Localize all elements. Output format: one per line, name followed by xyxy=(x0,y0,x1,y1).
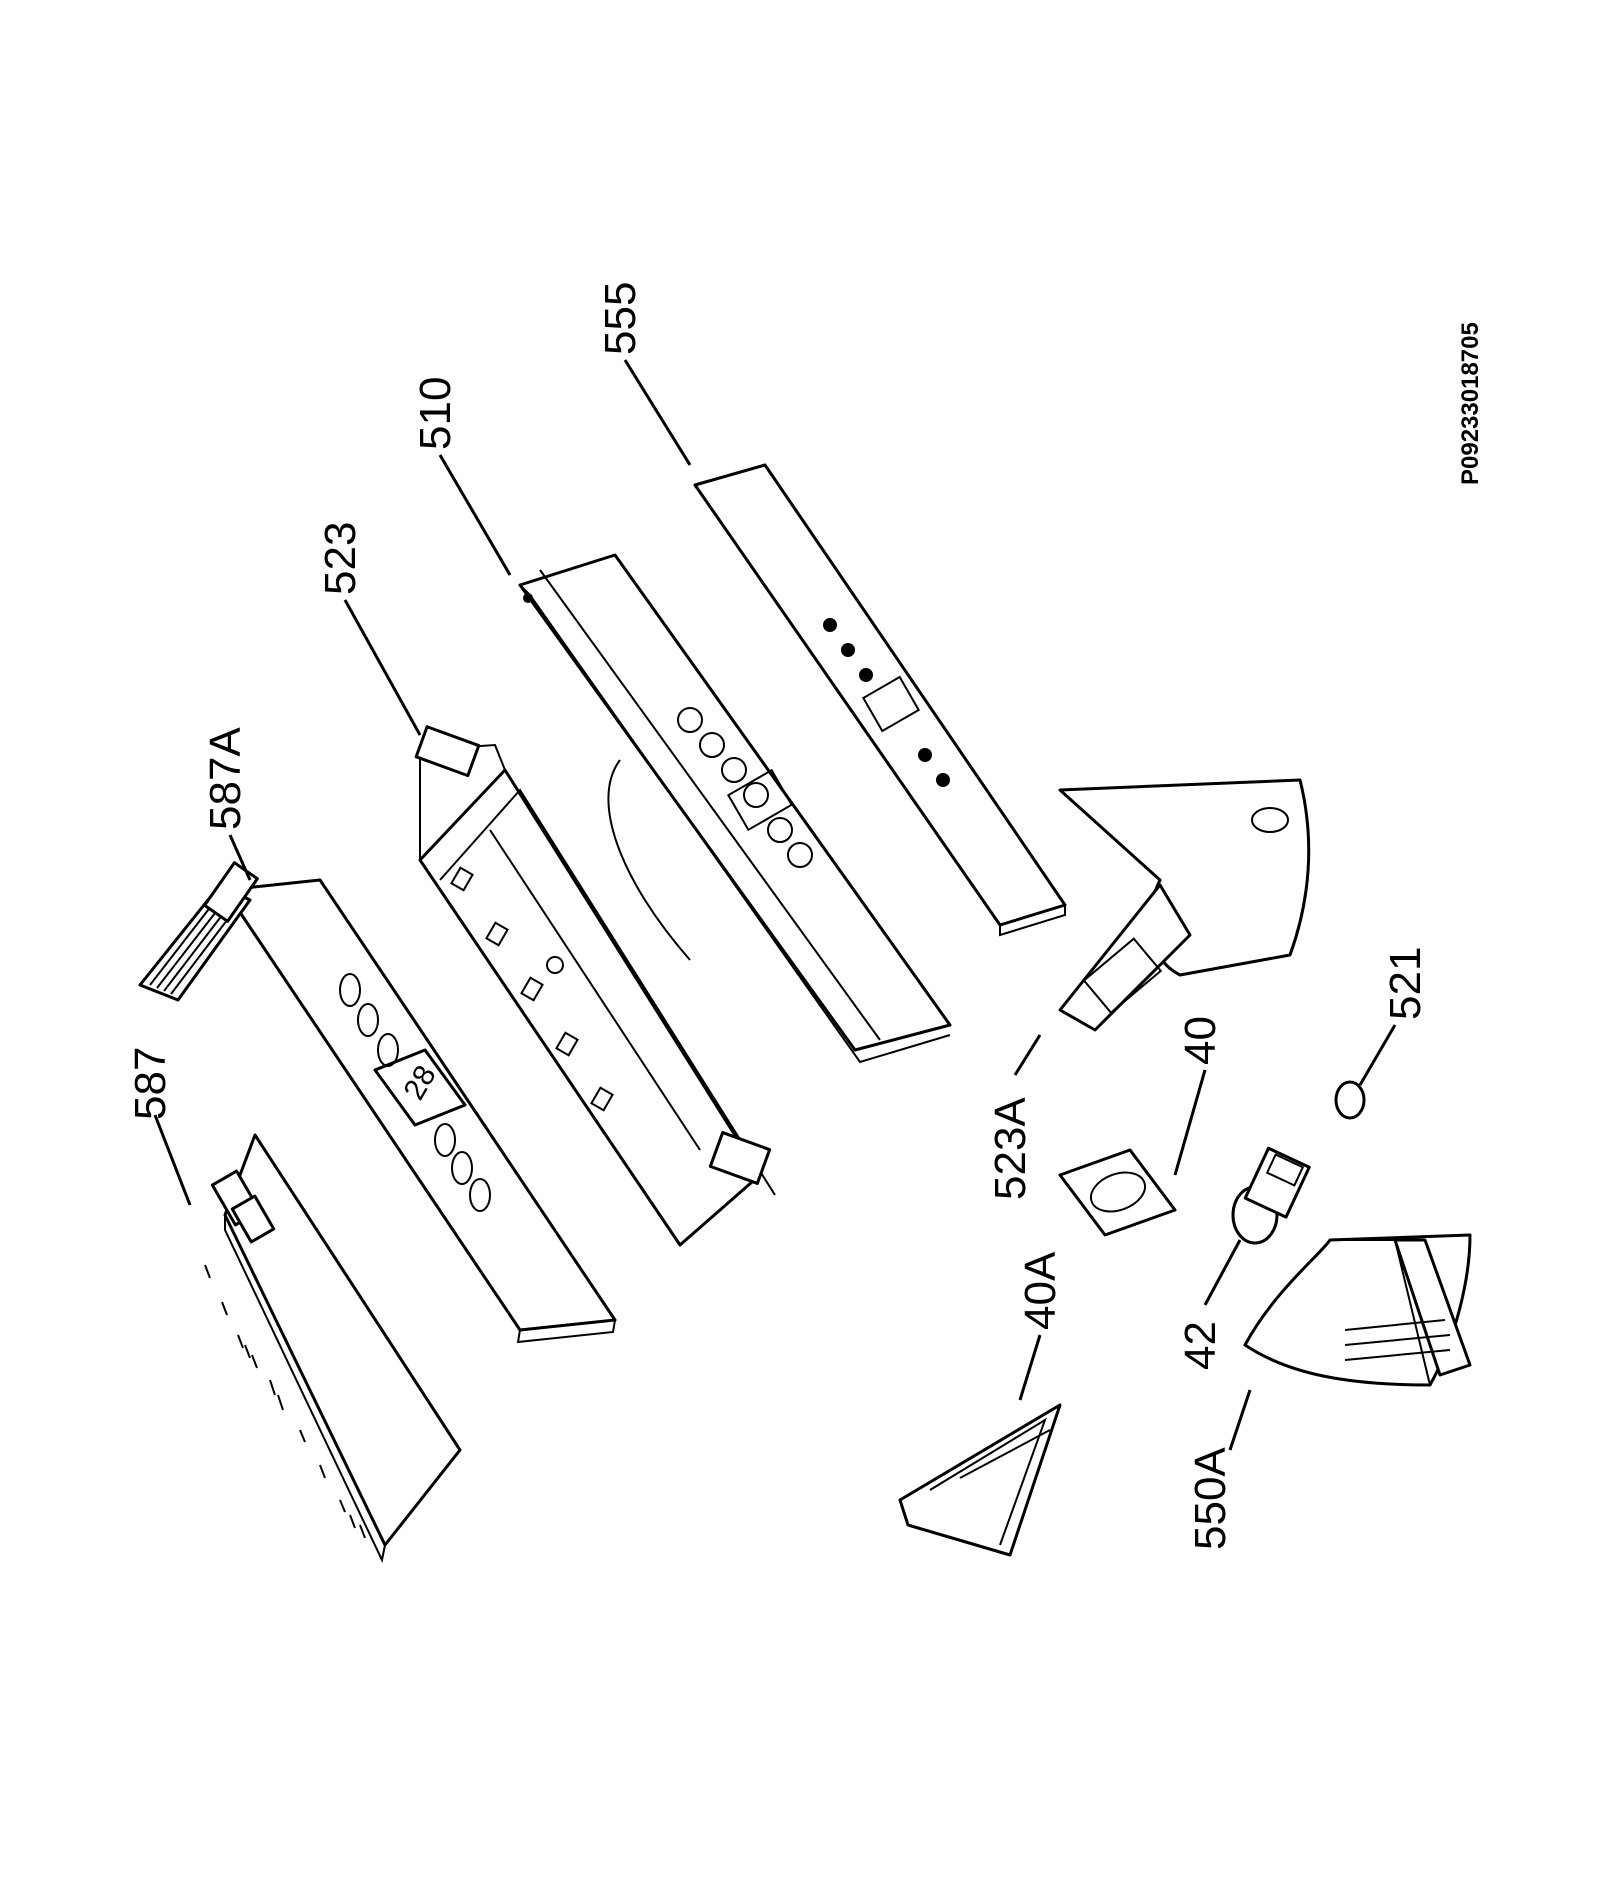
leader-40A xyxy=(1018,1334,1042,1401)
leader-510 xyxy=(438,454,512,576)
part-510-control-panel xyxy=(518,553,952,1064)
drawing-code: P09233018705 xyxy=(1457,322,1484,485)
part-521-o-ring xyxy=(1334,1080,1366,1120)
part-550A-handle-end xyxy=(1243,1233,1472,1387)
part-523A-end-cap xyxy=(1058,778,1311,1032)
callout-40A: 40A xyxy=(1016,1251,1065,1330)
leader-523 xyxy=(343,599,422,736)
callout-587: 587 xyxy=(126,1047,175,1120)
callout-550A: 550A xyxy=(1186,1447,1235,1550)
callout-523A: 523A xyxy=(986,1097,1035,1200)
callout-510: 510 xyxy=(411,377,460,450)
leader-40 xyxy=(1173,1069,1207,1176)
leader-523A xyxy=(1013,1034,1042,1076)
leader-587 xyxy=(153,1114,192,1206)
part-40A-rail xyxy=(898,1403,1062,1557)
leader-521 xyxy=(1358,1024,1397,1086)
callout-555: 555 xyxy=(596,282,645,355)
leader-550A xyxy=(1228,1389,1252,1451)
leader-lines xyxy=(153,359,1397,1451)
part-42-plug xyxy=(1231,1146,1311,1245)
leader-587A xyxy=(228,834,252,881)
part-587-circuit-board xyxy=(204,1133,462,1564)
leader-555 xyxy=(623,359,692,466)
callout-587A: 587A xyxy=(201,727,250,830)
part-523-frame xyxy=(414,725,776,1247)
part-587A-display-board: 28 xyxy=(138,861,617,1344)
callout-labels: 587 587A 523 510 555 523A 40 521 40A 42 … xyxy=(126,282,1430,1550)
callout-42: 42 xyxy=(1176,1321,1225,1370)
leader-42 xyxy=(1203,1239,1242,1306)
callout-523: 523 xyxy=(316,522,365,595)
part-40-gasket xyxy=(1058,1148,1177,1237)
callout-521: 521 xyxy=(1381,947,1430,1020)
part-555-front-fascia xyxy=(693,463,1067,937)
callout-40: 40 xyxy=(1176,1016,1225,1065)
